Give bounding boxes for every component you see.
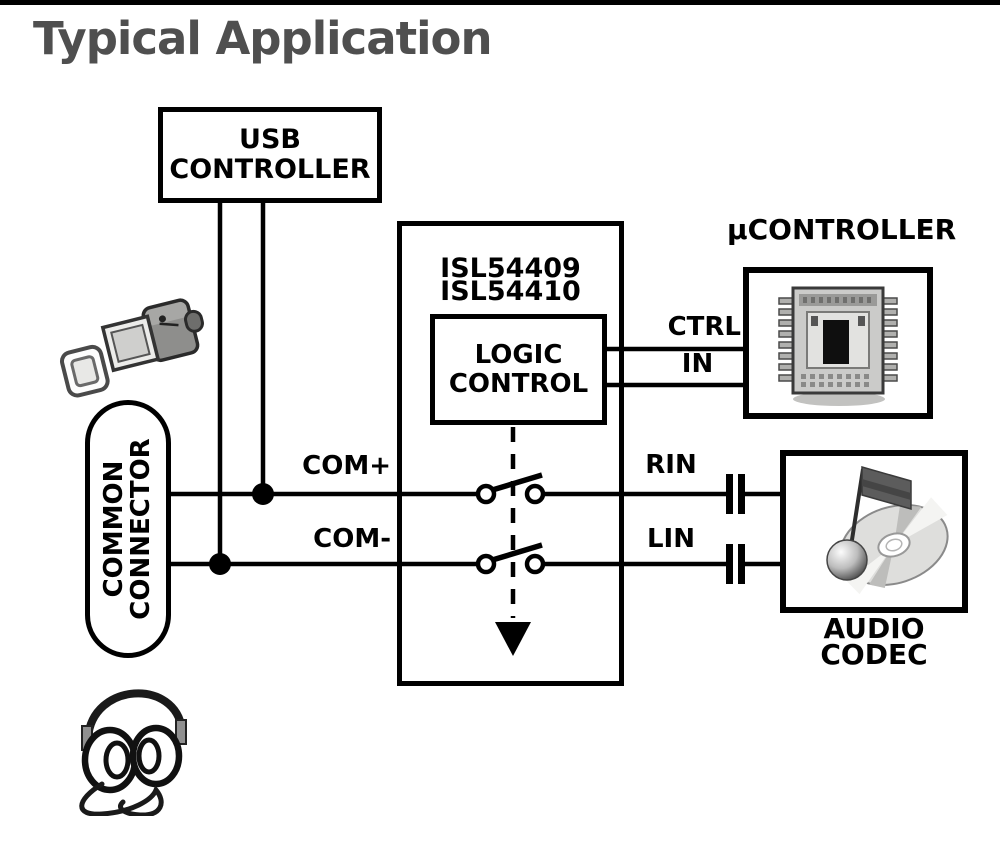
rin-label: RIN <box>645 450 697 480</box>
com-minus-label: COM- <box>313 524 391 554</box>
common-connector-capsule: COMMON CONNECTOR <box>85 400 171 658</box>
in-label: IN <box>681 349 714 379</box>
microcontroller-box <box>743 267 933 419</box>
logic-control-box: LOGIC CONTROL <box>430 314 607 425</box>
lin-label: LIN <box>646 524 695 554</box>
switch-ic-part-numbers: ISL54409 ISL54410 <box>440 253 581 307</box>
coupling-cap-lin <box>726 544 733 584</box>
com-plus-label: COM+ <box>302 451 391 481</box>
logic-control-label: LOGIC CONTROL <box>448 339 589 399</box>
headphones-icon <box>79 689 187 816</box>
switch-ic-box <box>397 221 624 686</box>
junction-dot-com-minus <box>209 553 231 575</box>
audio-codec-label: AUDIO CODEC <box>820 612 928 671</box>
audio-cd-note-icon <box>825 466 949 595</box>
microcontroller-chip-icon <box>778 286 898 406</box>
usb-plug-icon <box>59 298 204 398</box>
top-rule <box>0 0 1000 5</box>
usb-controller-box: USB CONTROLLER <box>158 107 382 203</box>
microcontroller-label: µCONTROLLER <box>727 213 957 246</box>
ctrl-label: CTRL <box>667 312 741 342</box>
audio-codec-box <box>780 450 968 613</box>
junction-dot-com-plus <box>252 483 274 505</box>
coupling-cap-rin <box>726 474 733 514</box>
page-title: Typical Application <box>33 12 492 65</box>
common-connector-label: COMMON CONNECTOR <box>99 438 156 620</box>
usb-controller-label: USB CONTROLLER <box>169 124 371 185</box>
